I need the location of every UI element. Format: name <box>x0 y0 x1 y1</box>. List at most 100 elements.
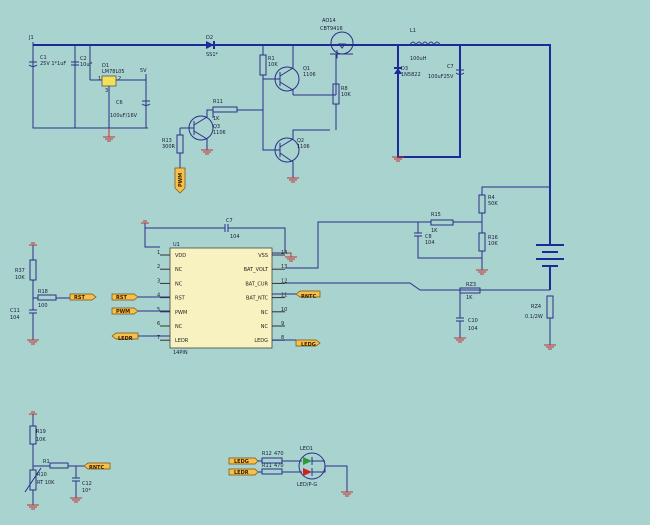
svg-text:R1: R1 <box>43 459 50 465</box>
ledr-bottom-net-label: LEDR <box>228 468 259 476</box>
ic-pin-number: 7 <box>157 335 160 341</box>
svg-text:1106: 1106 <box>303 72 316 78</box>
svg-text:R12: R12 <box>262 451 272 457</box>
ic-pin-name: LEDG <box>254 338 268 344</box>
ic-pin-9: 9NC <box>261 321 285 330</box>
c10-capacitor: C10 104 <box>454 317 478 343</box>
feedback-section: R4 50K R15 1K C8 104 R16 10K <box>285 186 550 275</box>
svg-text:LM78L05: LM78L05 <box>102 69 125 75</box>
c7-capacitor: C7 104 <box>145 218 286 254</box>
svg-text:D3: D3 <box>401 66 408 72</box>
ic-pin-name: LEDR <box>175 338 189 344</box>
c7-top-capacitor: C7 100uF25V <box>428 64 465 80</box>
d3-diode: D3 1N5822 <box>394 45 461 158</box>
svg-text:1: 1 <box>98 76 101 82</box>
r1-resistor: R1 10K <box>259 45 278 95</box>
rntc-bottom-net-label: RNTC <box>83 462 111 471</box>
c2-capacitor: C2 10uF <box>71 45 93 128</box>
svg-text:C11: C11 <box>10 308 20 314</box>
svg-text:104: 104 <box>230 234 240 240</box>
svg-text:1K: 1K <box>213 116 220 122</box>
svg-text:C7: C7 <box>447 64 454 70</box>
svg-text:RNTC: RNTC <box>89 465 104 471</box>
svg-text:1106: 1106 <box>213 130 226 136</box>
svg-text:R19: R19 <box>36 429 46 435</box>
svg-text:104: 104 <box>425 240 435 246</box>
svg-text:PWM: PWM <box>178 173 184 187</box>
ic-pin-name: NC <box>261 324 269 330</box>
output-section: L1 100uH D3 1N5822 C7 100uF25V <box>392 28 551 245</box>
svg-text:104: 104 <box>468 326 478 332</box>
c1-capacitor: C1 25V 1*1uF <box>28 55 66 67</box>
svg-text:C12: C12 <box>82 481 92 487</box>
ic-pin-number: 2 <box>157 264 160 270</box>
svg-text:R37: R37 <box>15 268 25 274</box>
svg-text:25V 1*1uF: 25V 1*1uF <box>40 61 66 67</box>
svg-text:10K: 10K <box>341 92 351 98</box>
svg-text:PWM: PWM <box>116 309 130 315</box>
svg-text:RST: RST <box>74 295 85 301</box>
c6-capacitor: C6 100uF/16V <box>110 100 151 119</box>
svg-text:C8: C8 <box>425 234 432 240</box>
switching-section: D2 SS1* R1 10K Q1 1106 Q2 1106 <box>162 18 354 194</box>
l1-inductor: L1 100uH <box>409 28 441 62</box>
svg-text:Q3: Q3 <box>213 124 220 130</box>
rntc-ic-net-label: RNTC <box>272 290 321 300</box>
svg-text:0.1/2W: 0.1/2W <box>525 314 543 320</box>
svg-text:R1: R1 <box>268 56 275 62</box>
pwm-ic-net-label: PWM <box>111 307 170 315</box>
svg-text:10K: 10K <box>488 241 498 247</box>
rst-circuit: R37 10K R18 100 C11 104 <box>10 242 70 345</box>
svg-text:U1: U1 <box>173 242 180 248</box>
svg-text:LEDG: LEDG <box>234 459 249 465</box>
svg-text:100uF25V: 100uF25V <box>428 74 454 80</box>
svg-text:10K: 10K <box>15 275 25 281</box>
svg-text:RZ4: RZ4 <box>531 304 541 310</box>
svg-text:Q2: Q2 <box>297 138 304 144</box>
ic-pin-number: 12 <box>281 278 287 284</box>
svg-text:R11: R11 <box>262 463 272 469</box>
svg-text:10K: 10K <box>36 437 46 443</box>
rz3-resistor: RZ3 1K <box>459 282 481 318</box>
svg-text:Q1: Q1 <box>303 66 310 72</box>
svg-text:C6: C6 <box>116 100 123 106</box>
r10-resistor: R8 10K <box>332 83 351 130</box>
r15-resistor: R15 1K <box>285 212 482 269</box>
ic-pin-name: VSS <box>258 253 268 259</box>
r13-resistor: R13 300R <box>162 128 184 168</box>
ic-pin-number: 13 <box>281 264 287 270</box>
ic-pin-name: RST <box>175 296 186 302</box>
ic-pin-name: VDD <box>175 253 186 259</box>
d1-regulator: D1 LM78L05 3 1 2 <box>89 45 146 128</box>
ntc-circuit: R19 10K R10 RT 10K R1 C12 10* <box>24 411 92 510</box>
svg-text:C10: C10 <box>468 318 478 324</box>
ground-symbol <box>103 128 115 142</box>
svg-text:D1: D1 <box>102 63 109 69</box>
svg-text:C2: C2 <box>80 56 87 62</box>
ic-pin-name: NC <box>175 324 183 330</box>
svg-text:10uF: 10uF <box>80 62 93 68</box>
q3-transistor: Q3 1106 <box>180 109 226 155</box>
svg-text:R13: R13 <box>162 138 172 144</box>
svg-text:50K: 50K <box>488 201 498 207</box>
svg-text:D2: D2 <box>206 35 213 41</box>
pwm-net-label: PWM <box>174 167 186 194</box>
ic-pin-name: BAT_CUR <box>245 281 268 287</box>
svg-text:LED1: LED1 <box>300 446 313 452</box>
svg-text:R4: R4 <box>488 195 495 201</box>
svg-text:RT 10K: RT 10K <box>37 480 55 486</box>
svg-text:10*: 10* <box>82 488 91 494</box>
svg-text:C1: C1 <box>40 55 47 61</box>
svg-text:LED/P-G: LED/P-G <box>297 482 317 488</box>
